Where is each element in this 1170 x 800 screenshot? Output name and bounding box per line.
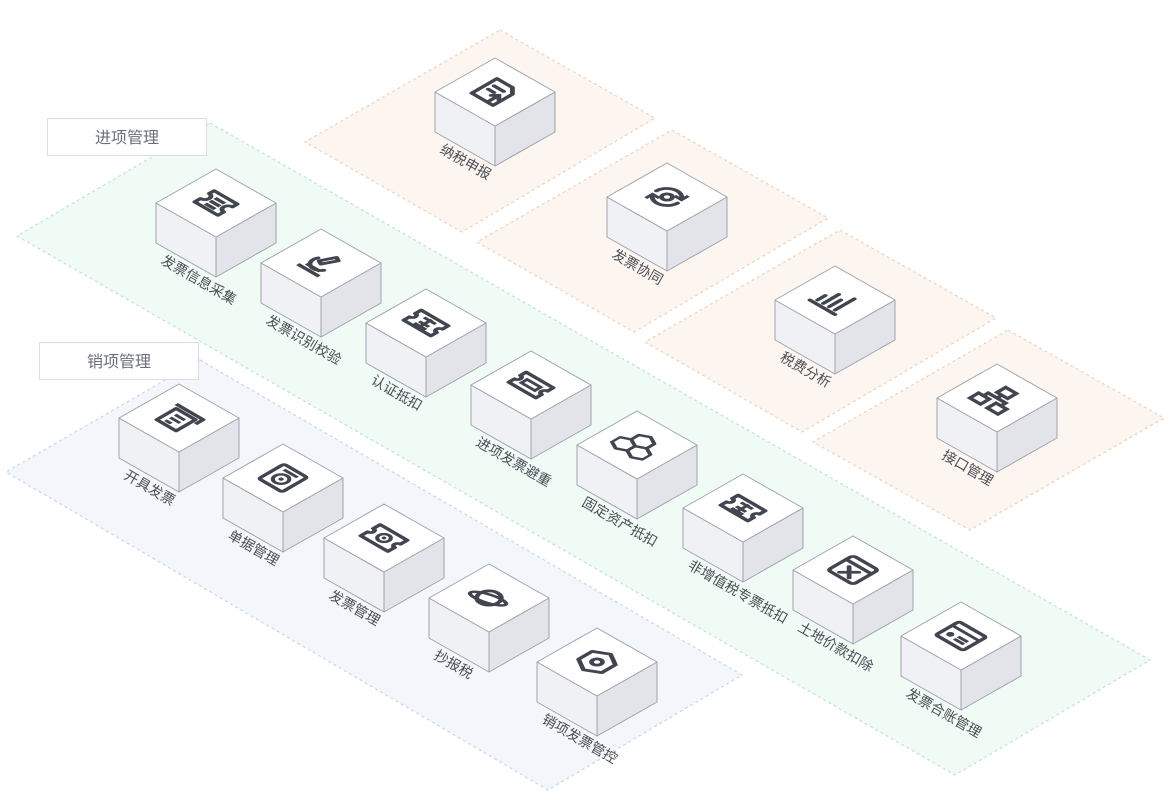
outgoing-group-title: 销项管理 [39, 342, 199, 380]
outgoing-module-5[interactable]: 销项发票管控 [536, 627, 658, 767]
cube-top-face [606, 162, 728, 232]
cube-top-face [900, 601, 1022, 671]
cube-top-face [774, 265, 896, 335]
cube-top-face [536, 627, 658, 697]
cube-top-face [576, 410, 698, 480]
incoming-module-5[interactable]: 固定资产抵扣 [576, 410, 698, 550]
cube-top-face [470, 350, 592, 420]
outgoing-module-4[interactable]: 抄报税 [428, 563, 550, 682]
incoming-group-title: 进项管理 [47, 118, 207, 156]
cube-top-face [428, 563, 550, 633]
cube-top-face [792, 535, 914, 605]
